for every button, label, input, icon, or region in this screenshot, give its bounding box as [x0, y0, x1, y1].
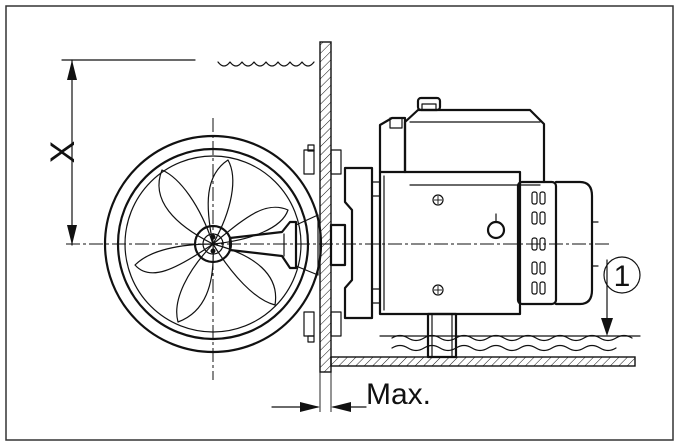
motor-body [383, 175, 599, 311]
dimension-x: X [44, 59, 196, 246]
control-box [378, 96, 546, 186]
propeller [134, 159, 289, 323]
hull-wall [319, 41, 332, 373]
callout-1: 1 [601, 256, 641, 336]
tunnel-rings [103, 134, 323, 354]
floor-base [330, 356, 636, 367]
motor-flange [329, 166, 522, 320]
bilge-water-wave-2 [391, 344, 617, 352]
diagram-frame [5, 5, 674, 441]
vent-slots [531, 191, 546, 295]
gear-housing [228, 214, 319, 276]
water-surface [217, 61, 315, 67]
dimension-x-label: X [44, 141, 82, 164]
max-clearance-dimension: Max. [271, 372, 431, 412]
max-clearance-label: Max. [366, 378, 431, 411]
mounting-bolts [303, 144, 342, 343]
callout-number: 1 [614, 260, 631, 293]
